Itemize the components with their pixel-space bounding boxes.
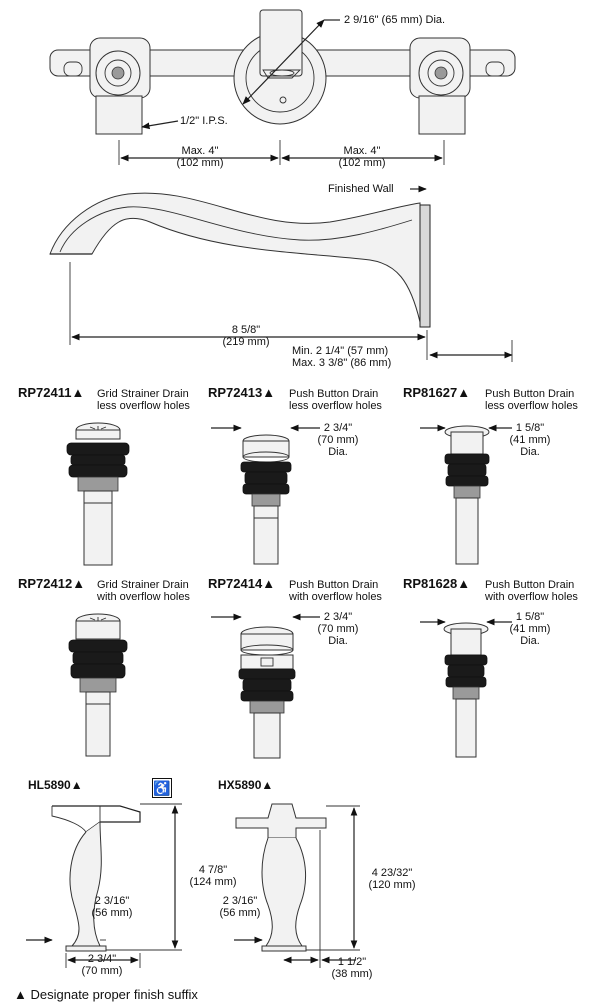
- triangle-icon: ▲: [14, 987, 27, 1002]
- drain-model-rp72413: RP72413▲: [208, 385, 276, 400]
- ips-label: 1/2" I.P.S.: [180, 115, 228, 127]
- drain-rp81627-drawing: [444, 425, 490, 565]
- wheelchair-icon: ♿: [152, 778, 172, 798]
- drain-model-rp81627: RP81627▲: [403, 385, 471, 400]
- handle-model-hx5890: HX5890▲: [218, 778, 274, 792]
- footnote: ▲ Designate proper finish suffix: [14, 987, 198, 1002]
- handle-model-hl5890: HL5890▲: [28, 778, 83, 792]
- tub-spout: [49, 192, 431, 328]
- hx-width-label: 1 1/2"(38 mm): [331, 956, 373, 980]
- drain-rp72414-drawing: [238, 626, 296, 759]
- max-left-line1: Max. 4": [181, 145, 219, 157]
- drain-model-rp72414: RP72414▲: [208, 576, 276, 591]
- hx-height-label: 4 23/32"(120 mm): [368, 867, 416, 891]
- drain-model-rp72411: RP72411▲: [18, 385, 85, 400]
- drain-model-rp72412: RP72412▲: [18, 576, 86, 591]
- handle-hl5890-drawing: [51, 805, 141, 952]
- drain-dia-rp72414: 2 3/4"(70 mm)Dia.: [317, 611, 359, 647]
- max-right-label: Max. 4" (102 mm): [322, 145, 402, 169]
- hl-depth-label: 2 3/16"(56 mm): [91, 895, 133, 919]
- drain-rp72411-drawing: [66, 422, 130, 566]
- max-left-line2: (102 mm): [176, 157, 224, 169]
- drain-rp72412-drawing: [68, 613, 128, 757]
- outlet-dia-label: 2 9/16" (65 mm) Dia.: [344, 14, 446, 26]
- projection-min: Min. 2 1/4" (57 mm): [292, 345, 389, 357]
- finished-wall-label: Finished Wall: [328, 183, 394, 195]
- spout-length-line1: 8 5/8": [231, 324, 261, 336]
- drain-dia-rp81627: 1 5/8"(41 mm)Dia.: [509, 422, 551, 458]
- max-right-line2: (102 mm): [338, 157, 386, 169]
- hl-width-label: 2 3/4"(70 mm): [81, 953, 123, 977]
- max-left-label: Max. 4" (102 mm): [160, 145, 240, 169]
- spout-length-line2: (219 mm): [222, 336, 270, 348]
- rough-in-valve: [49, 9, 516, 135]
- hx-depth-label: 2 3/16"(56 mm): [219, 895, 261, 919]
- drain-dia-rp81628: 1 5/8"(41 mm)Dia.: [509, 611, 551, 647]
- projection-max: Max. 3 3/8" (86 mm): [292, 357, 392, 369]
- drain-rp72413-drawing: [240, 434, 292, 565]
- handle-hx5890-drawing: [235, 803, 327, 952]
- max-right-line1: Max. 4": [343, 145, 381, 157]
- drain-model-rp81628: RP81628▲: [403, 576, 471, 591]
- projection-label: Min. 2 1/4" (57 mm) Max. 3 3/8" (86 mm): [292, 345, 391, 369]
- drain-dia-rp72413: 2 3/4"(70 mm)Dia.: [317, 422, 359, 458]
- hl-height-label: 4 7/8"(124 mm): [189, 864, 237, 888]
- spout-length-label: 8 5/8" (219 mm): [206, 324, 286, 348]
- drain-rp81628-drawing: [443, 622, 489, 758]
